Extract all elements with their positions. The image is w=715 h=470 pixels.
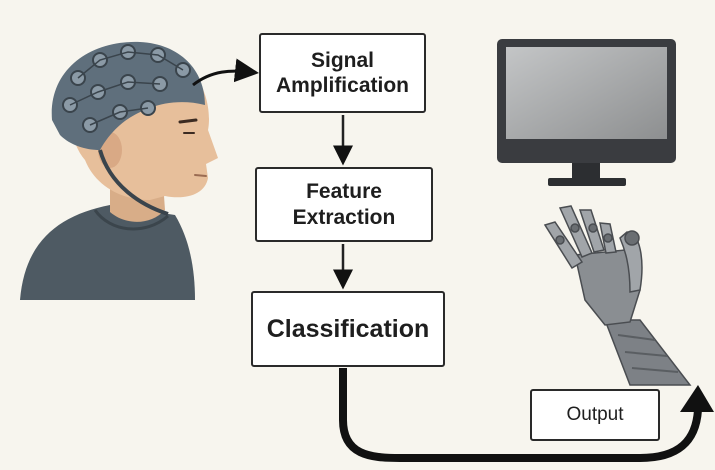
robotic-hand-illustration	[543, 205, 692, 386]
feature-extraction-box: Feature Extraction	[255, 167, 433, 242]
output-box: Output	[530, 389, 660, 441]
computer-monitor-icon	[497, 39, 676, 186]
arrow-classification-to-output	[339, 368, 702, 462]
eeg-cap-person-illustration	[20, 41, 218, 300]
output-label: Output	[566, 403, 624, 425]
signal-amplification-box: Signal Amplification	[259, 33, 426, 113]
signal-amplification-line2: Amplification	[275, 74, 409, 97]
classification-box: Classification	[251, 291, 445, 367]
arrow-output-head	[680, 385, 714, 412]
classification-label: Classification	[266, 315, 430, 343]
feature-extraction-line2: Extraction	[292, 205, 396, 229]
arrow-head-to-amplification	[192, 58, 259, 87]
signal-amplification-line1: Signal	[310, 48, 374, 72]
feature-extraction-line1: Feature	[306, 180, 382, 204]
